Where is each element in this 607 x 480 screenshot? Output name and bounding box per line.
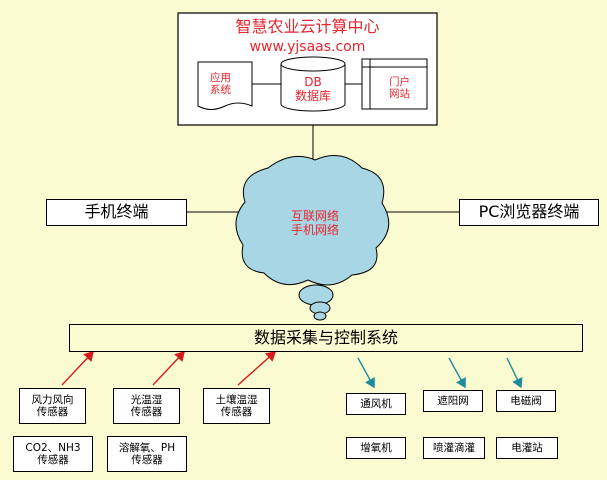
website-url: www.yjsaas.com [249, 38, 366, 55]
network-cloud-label: 互联网络 手机网络 [290, 209, 339, 237]
arrow-control-valve [506, 357, 523, 389]
control-solenoid-valve-box: 电磁阀 [496, 390, 556, 412]
control-sprinkler-drip-box: 喷灌滴灌 [423, 437, 485, 459]
data-acquisition-control-system: 数据采集与控制系统 [69, 324, 583, 352]
control-shade-net-box: 遮阳网 [423, 390, 483, 412]
app-system-label: 应用 系统 [210, 71, 231, 96]
control-ventilator-box: 通风机 [346, 393, 406, 415]
sensor-soil-box: 土壤温湿 传感器 [203, 388, 270, 424]
control-aerator-box: 增氧机 [346, 437, 406, 459]
network-cloud [235, 155, 390, 286]
pc-browser-terminal-box: PC浏览器终端 [459, 199, 599, 226]
cloud-center-title: 智慧农业云计算中心 [235, 16, 380, 36]
mobile-terminal-box: 手机终端 [46, 199, 187, 226]
db-label: DB 数据库 [294, 75, 331, 103]
control-pump-station-box: 电灌站 [496, 437, 558, 459]
sensor-dissolved-oxygen-ph-box: 溶解氧、PH 传感器 [107, 436, 187, 472]
sensor-light-temp-humidity-box: 光温湿 传感器 [113, 388, 180, 424]
sensor-wind-box: 风力风向 传感器 [19, 388, 86, 424]
arrow-sensor-light [152, 350, 185, 386]
app-system-shape [197, 61, 253, 110]
cloud-bubble-3 [313, 311, 327, 321]
arrow-sensor-soil [237, 351, 277, 386]
sensor-co2-nh3-box: CO2、NH3 传感器 [13, 436, 93, 472]
arrow-control-fan [357, 357, 375, 389]
arrow-control-shade [448, 357, 466, 389]
arrow-sensor-wind [61, 350, 94, 386]
database-cylinder [280, 56, 346, 112]
portal-window [361, 58, 428, 110]
portal-label: 门户 网站 [389, 75, 410, 100]
